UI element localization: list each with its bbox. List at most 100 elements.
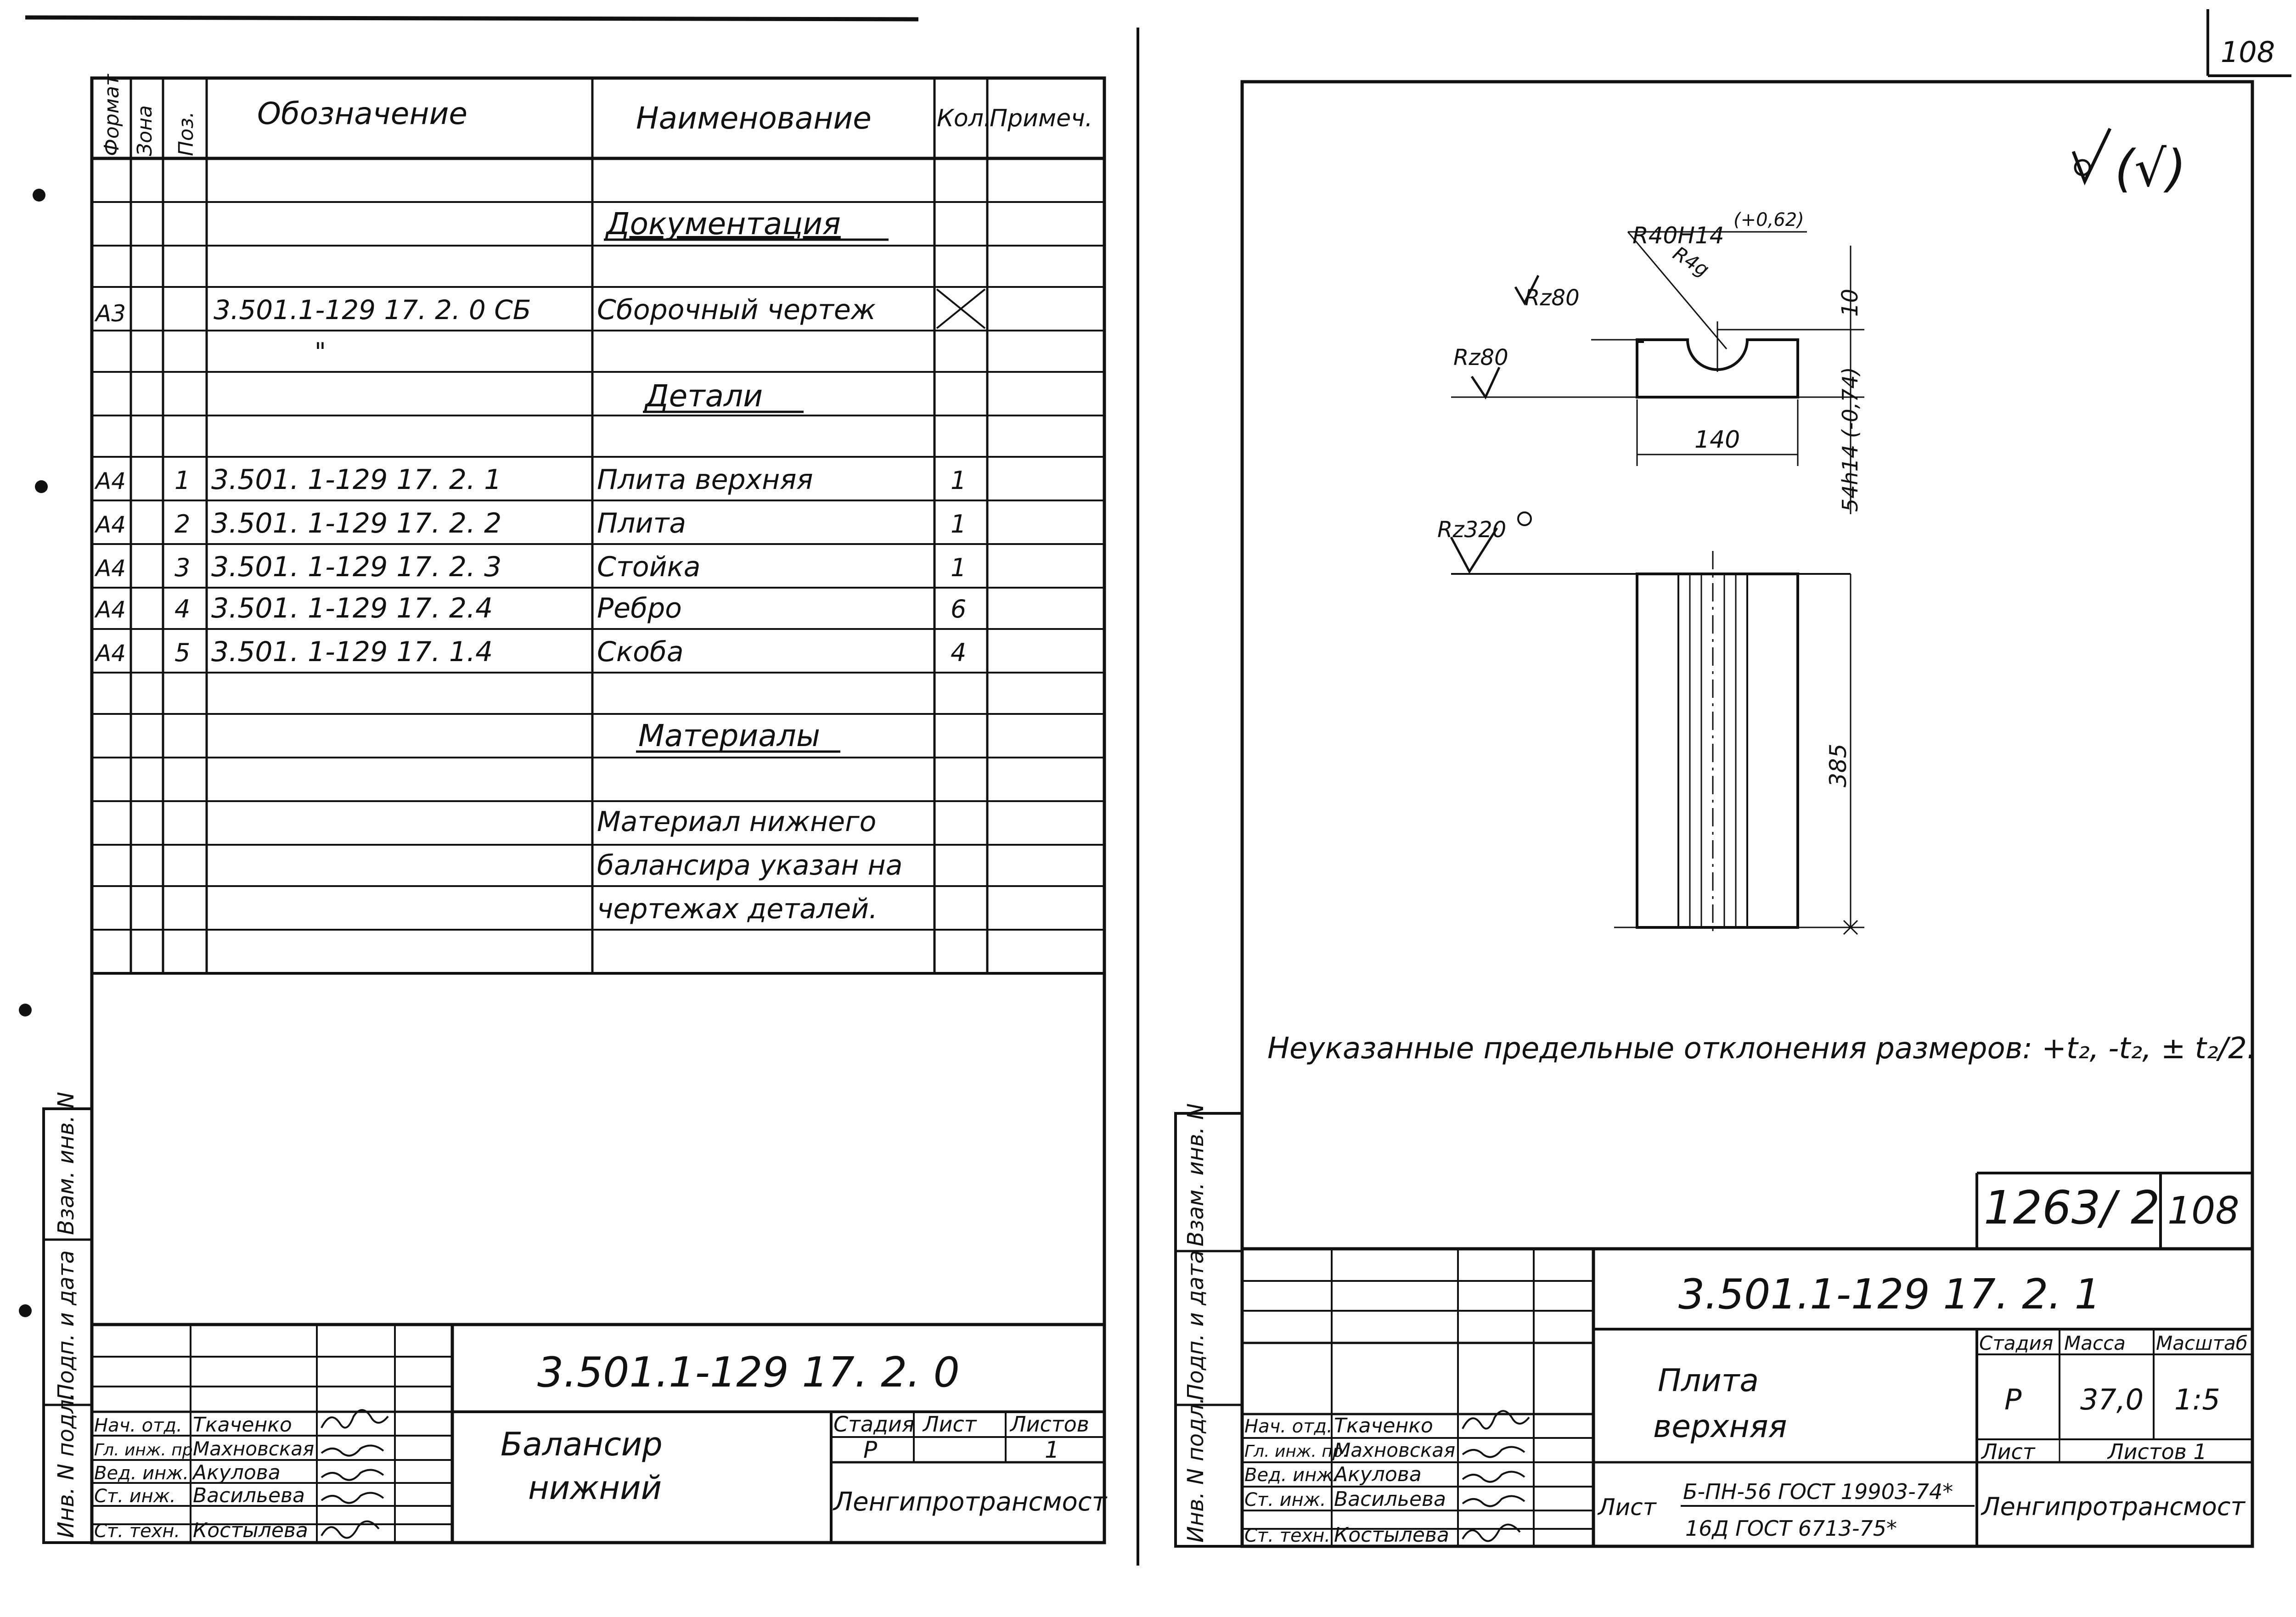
row-format: А4 xyxy=(94,555,126,582)
stage-value: Р xyxy=(863,1437,878,1463)
mass-label: Масса xyxy=(2064,1332,2126,1354)
right-title-block: 3.501.1-129 17. 2. 1 Плита верхняя Стади… xyxy=(1244,1270,2248,1547)
mass-value: 37,0 xyxy=(2080,1383,2144,1416)
scan-edge-line xyxy=(25,15,919,22)
left-sheet xyxy=(42,76,1106,1544)
row-designation: 3.501. 1-129 17. 2.4 xyxy=(211,592,493,624)
signer-role: Ст. инж. xyxy=(1244,1489,1326,1510)
material-note-line: Материал нижнего xyxy=(597,806,876,838)
col-qty: Кол. xyxy=(937,105,991,132)
signer-name: Ткаченко xyxy=(193,1413,292,1437)
ditto-mark: " xyxy=(315,337,326,366)
row-name: Стойка xyxy=(597,551,701,583)
title-line-1: Балансир xyxy=(501,1426,663,1463)
signer-role: Нач. отд. xyxy=(1244,1416,1333,1437)
signature xyxy=(1462,1471,1525,1483)
col-name: Наименование xyxy=(636,101,872,136)
signature xyxy=(321,1444,384,1457)
signature xyxy=(1462,1495,1525,1507)
roughness-general-icon: (√) xyxy=(2071,128,2186,198)
row-pos: 1 xyxy=(174,466,190,495)
roughness-general-text: (√) xyxy=(2115,139,2186,198)
row-name: Ребро xyxy=(597,592,682,624)
table-row: А4 4 3.501. 1-129 17. 2.4 Ребро 6 xyxy=(94,592,966,624)
row-format: А4 xyxy=(94,596,126,623)
doc-name: Сборочный чертеж xyxy=(597,294,876,326)
side-label-replaced: Взам. инв. N xyxy=(1183,1103,1209,1246)
material-line-1: Б-ПН-56 ГОСТ 19903-74* xyxy=(1683,1479,1953,1504)
table-row: А4 1 3.501. 1-129 17. 2. 1 Плита верхняя… xyxy=(94,464,966,496)
page-number: 108 xyxy=(2221,35,2275,69)
row-pos: 3 xyxy=(174,553,190,582)
row-format: А4 xyxy=(94,511,126,538)
stage-value: Р xyxy=(2004,1383,2022,1416)
section-details: Детали xyxy=(644,378,763,414)
row-pos: 4 xyxy=(174,595,190,623)
part-top-view xyxy=(1450,231,1864,574)
material-prefix: Лист xyxy=(1597,1494,1657,1521)
side-label-inventory: Инв. N подл. xyxy=(53,1392,79,1538)
row-designation: 3.501. 1-129 17. 2. 1 xyxy=(211,464,501,496)
dim-385: 385 xyxy=(1825,744,1851,787)
col-pos: Поз. xyxy=(174,112,198,156)
dim-rz80-side: Rz80 xyxy=(1453,345,1508,371)
row-qty: 1 xyxy=(951,510,966,539)
row-qty: 4 xyxy=(951,638,966,667)
signer-name: Ткаченко xyxy=(1334,1414,1433,1437)
left-title-block: 3.501.1-129 17. 2. 0 Балансир нижний Ста… xyxy=(94,1348,1108,1542)
row-format: А4 xyxy=(94,468,126,494)
material-note-line: чертежах деталей. xyxy=(597,893,878,925)
signature xyxy=(1462,1410,1530,1430)
doc-designation: 3.501.1-129 17. 2. 0 СБ xyxy=(214,294,531,326)
sheet-label: Лист xyxy=(1981,1439,2036,1464)
stamp-page: 108 xyxy=(2167,1189,2240,1233)
col-designation: Обозначение xyxy=(257,96,467,131)
signature xyxy=(1462,1523,1521,1542)
col-zone: Зона xyxy=(133,105,157,156)
row-name: Скоба xyxy=(597,636,684,668)
right-sheet xyxy=(1174,80,2254,1548)
punch-holes xyxy=(19,189,48,1317)
row-qty: 1 xyxy=(951,466,966,495)
sheets-label: Листов xyxy=(1009,1412,1089,1437)
scale-value: 1:5 xyxy=(2174,1383,2220,1416)
sheets-label: Листов 1 xyxy=(2107,1439,2207,1464)
signature xyxy=(321,1409,389,1429)
section-documentation: Документация xyxy=(605,206,841,241)
signer-role: Вед. инж. xyxy=(1244,1465,1339,1486)
sheet-label: Лист xyxy=(922,1412,977,1437)
title-line-2: верхняя xyxy=(1653,1409,1787,1445)
row-designation: 3.501. 1-129 17. 2. 3 xyxy=(211,551,501,583)
signature xyxy=(1462,1446,1525,1458)
row-format: А4 xyxy=(94,640,126,667)
signer-role: Ст. техн. xyxy=(94,1521,180,1542)
organization: Ленгипротрансмост xyxy=(833,1487,1108,1517)
signer-role: Ст. техн. xyxy=(1244,1525,1330,1546)
sheets-value: 1 xyxy=(1045,1437,1059,1463)
doc-code: 3.501.1-129 17. 2. 1 xyxy=(1678,1270,2101,1319)
dim-10: 10 xyxy=(1837,289,1863,317)
row-name: Плита верхняя xyxy=(597,464,813,496)
row-qty: 1 xyxy=(951,553,966,582)
dim-140: 140 xyxy=(1694,426,1740,454)
signer-name: Костылева xyxy=(193,1519,308,1542)
row-qty: 6 xyxy=(951,595,966,623)
signer-name: Акулова xyxy=(191,1461,281,1484)
signer-role: Вед. инж. xyxy=(94,1463,189,1484)
material-note-line: балансира указан на xyxy=(597,849,903,881)
row-designation: 3.501. 1-129 17. 1.4 xyxy=(211,636,493,668)
scale-label: Масштаб xyxy=(2156,1332,2248,1354)
signer-name: Костылева xyxy=(1334,1523,1449,1547)
dim-r40-tol: (+0,62) xyxy=(1733,209,1804,230)
material-line-2: 16Д ГОСТ 6713-75* xyxy=(1685,1516,1897,1541)
section-materials: Материалы xyxy=(638,718,820,753)
col-format: Формат xyxy=(100,73,124,156)
table-row: А4 2 3.501. 1-129 17. 2. 2 Плита 1 xyxy=(94,507,966,539)
dim-rz320: Rz320 xyxy=(1437,517,1506,543)
signer-name: Васильева xyxy=(193,1484,305,1507)
signer-name: Васильева xyxy=(1334,1488,1446,1511)
signer-role: Нач. отд. xyxy=(94,1415,182,1436)
row-name: Плита xyxy=(597,507,686,539)
title-line-1: Плита xyxy=(1658,1363,1759,1399)
